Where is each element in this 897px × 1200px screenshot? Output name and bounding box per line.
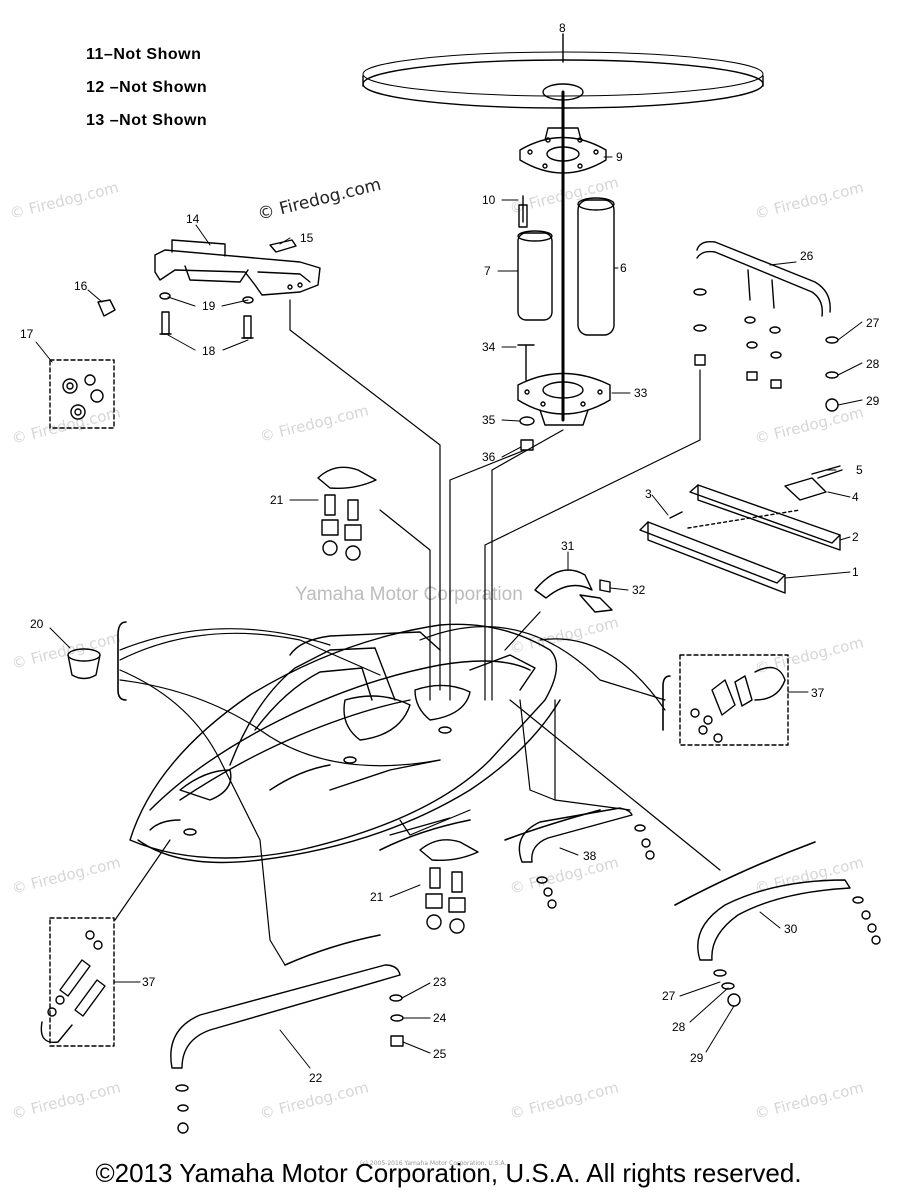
- callout-35: 35: [482, 413, 496, 427]
- callout-37-lower: 37: [142, 975, 156, 989]
- boat-hull: [129, 623, 561, 864]
- part-1-rail: [639, 521, 786, 594]
- callout-17: 17: [20, 327, 34, 341]
- callout-3: 3: [645, 487, 652, 501]
- callout-21-lower: 21: [370, 890, 384, 904]
- callout-5: 5: [856, 463, 863, 477]
- callout-24: 24: [433, 1011, 447, 1025]
- part-30-rail: [697, 879, 881, 1007]
- note-13-not-shown: 13 –Not Shown: [86, 112, 208, 129]
- callout-34: 34: [482, 340, 496, 354]
- part-33-flange: [517, 372, 611, 426]
- part-21-cleat: [317, 466, 377, 561]
- callout-25: 25: [433, 1047, 447, 1061]
- part-38-rail: [518, 807, 655, 909]
- part-10-bolt: [518, 195, 528, 228]
- callout-28: 28: [866, 357, 880, 371]
- callout-27: 27: [866, 316, 880, 330]
- callout-7: 7: [484, 264, 491, 278]
- part-14-bracket: [154, 239, 321, 296]
- part-22-rail: [170, 964, 404, 1134]
- callout-27-lower: 27: [662, 989, 676, 1003]
- part-32-nut: [599, 579, 611, 593]
- callout-23: 23: [433, 975, 447, 989]
- part-3-pin: [669, 511, 683, 519]
- part-20-cupholder: [67, 648, 101, 680]
- part-16-plug: [97, 299, 116, 317]
- callout-21: 21: [270, 493, 284, 507]
- part-2-rail: [689, 484, 841, 551]
- callout-19: 19: [202, 299, 216, 313]
- part-21-cleat-lower: [419, 839, 479, 934]
- part-37-kit-lower: [40, 917, 115, 1047]
- callout-30: 30: [784, 922, 798, 936]
- callout-15: 15: [300, 231, 314, 245]
- part-37-kit-upper: [679, 654, 789, 746]
- callout-2: 2: [852, 530, 859, 544]
- callout-22: 22: [309, 1071, 323, 1085]
- note-11-not-shown: 11–Not Shown: [86, 46, 202, 63]
- leader-lines: [114, 299, 721, 966]
- part-6-tube: [577, 197, 615, 336]
- callout-31: 31: [561, 539, 575, 553]
- part-31-bowfitting: [534, 569, 613, 613]
- callout-26: 26: [800, 249, 814, 263]
- copyright-footer: ©2013 Yamaha Motor Corporation, U.S.A. A…: [95, 1158, 802, 1188]
- callout-28-lower: 28: [672, 1020, 686, 1034]
- callout-8: 8: [559, 21, 566, 35]
- part-18-bolts: [159, 311, 254, 339]
- part-9-flange: [519, 127, 607, 174]
- part-26-rail: [693, 240, 839, 412]
- callout-4: 4: [852, 490, 859, 504]
- small-copyright: (c) 2005-2016 Yamaha Motor Corporation, …: [360, 1160, 507, 1167]
- callout-6: 6: [620, 261, 627, 275]
- part-5-screws: [811, 465, 843, 479]
- callout-16: 16: [74, 279, 88, 293]
- callout-32: 32: [632, 583, 646, 597]
- part-35-washer: [519, 416, 535, 426]
- callout-14: 14: [186, 212, 200, 226]
- callout-38: 38: [583, 849, 597, 863]
- callout-18: 18: [202, 344, 216, 358]
- yamaha-watermark: Yamaha Motor Corporation: [295, 584, 523, 605]
- note-12-not-shown: 12 –Not Shown: [86, 79, 208, 96]
- part-4-bracket: [784, 477, 827, 501]
- part-34-screw: [517, 344, 535, 381]
- callout-10: 10: [482, 193, 496, 207]
- callout-33: 33: [634, 386, 648, 400]
- callout-37: 37: [811, 686, 825, 700]
- part-7-tube: [517, 230, 553, 321]
- callout-1: 1: [852, 565, 859, 579]
- callout-29: 29: [866, 394, 880, 408]
- part-17-kit: [49, 359, 115, 429]
- callout-29-lower: 29: [690, 1051, 704, 1065]
- callout-20: 20: [30, 617, 44, 631]
- callout-36: 36: [482, 450, 496, 464]
- callout-9: 9: [616, 150, 623, 164]
